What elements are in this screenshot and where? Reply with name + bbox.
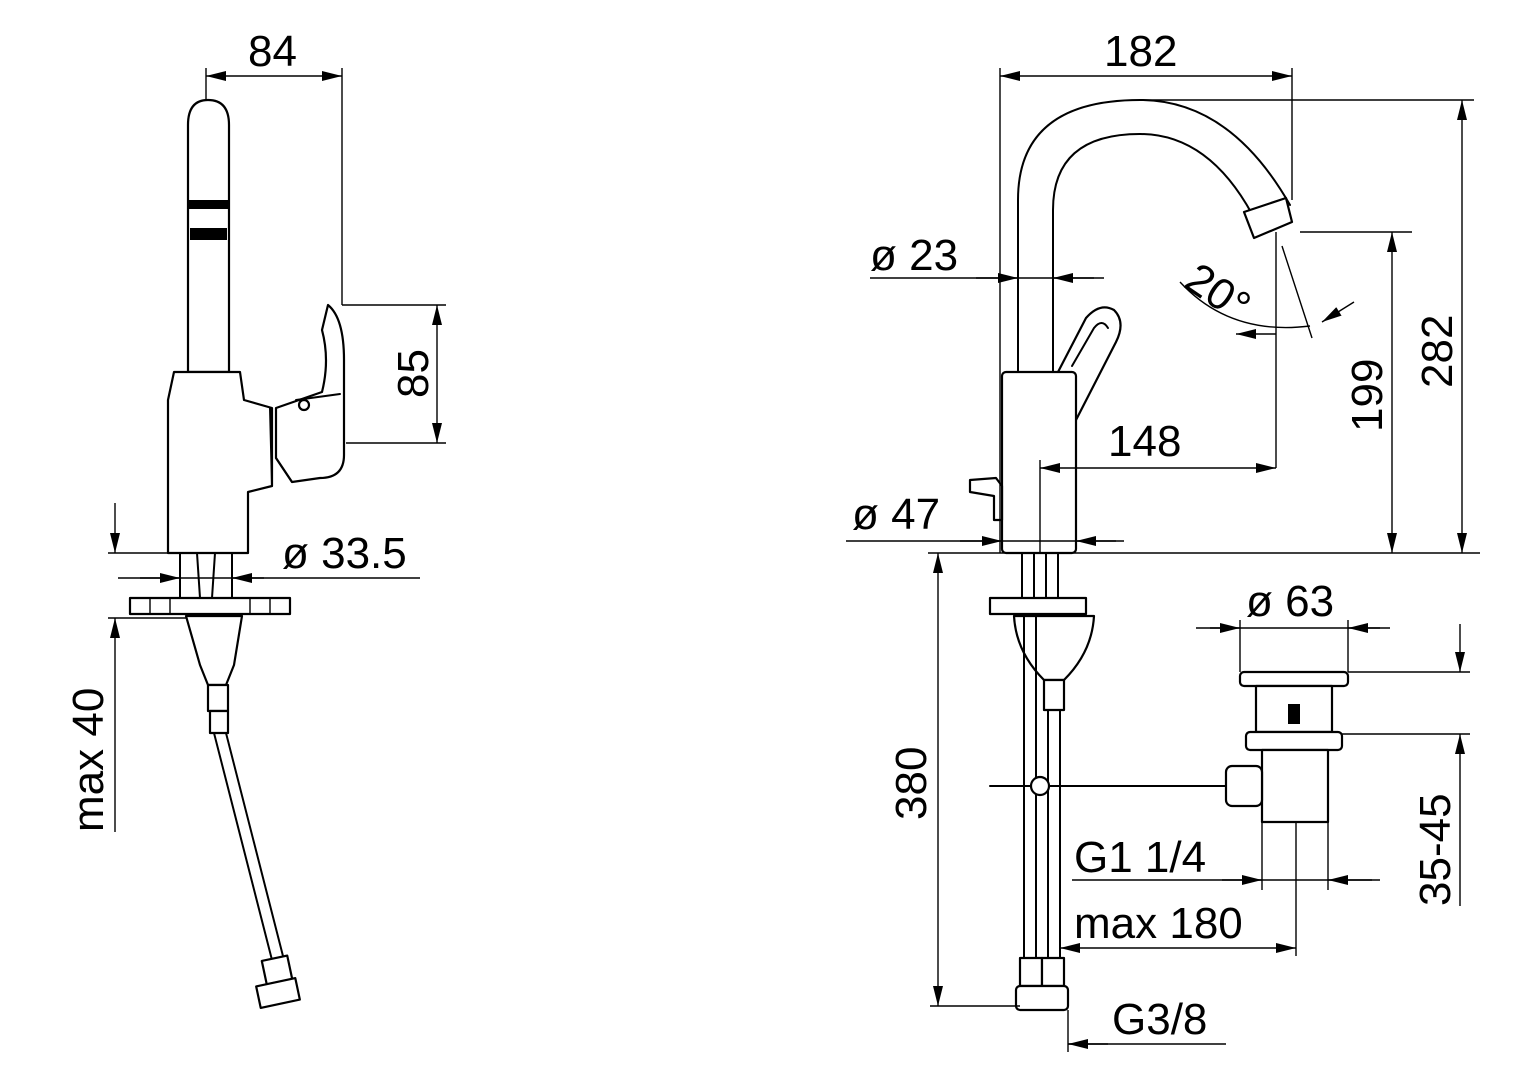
- side-lever-screw: [297, 398, 311, 412]
- waste-cap: [1238, 670, 1350, 688]
- front-hose-right: [1047, 709, 1061, 961]
- side-fixing-nut: [184, 614, 244, 687]
- waste-slot: [1288, 704, 1300, 724]
- side-lever: [274, 303, 346, 484]
- front-faucet-body: [1000, 370, 1078, 555]
- waste-rod-housing: [1224, 764, 1264, 808]
- dim-84-label: 84: [248, 27, 297, 76]
- dim-23-label: ø 23: [870, 231, 958, 280]
- side-hose-connector: [255, 976, 301, 1010]
- side-aerator-band-lower: [190, 228, 227, 240]
- dim-63-label: ø 63: [1246, 577, 1334, 626]
- dim-47-label: ø 47: [852, 490, 940, 539]
- waste-body: [1244, 730, 1344, 752]
- dim-20-label: 20°: [1176, 254, 1259, 332]
- side-aerator-band: [188, 200, 229, 209]
- front-lever-slot: [1071, 322, 1109, 367]
- dim-20-arc: [1179, 281, 1311, 329]
- waste-tail: [1260, 748, 1330, 824]
- dim-380-label: 380: [887, 747, 936, 820]
- dim-282-label: 282: [1413, 315, 1462, 388]
- front-fixing-nut: [1012, 614, 1096, 682]
- dim-148-label: 148: [1108, 417, 1181, 466]
- dim-g38-label: G3/8: [1112, 995, 1207, 1044]
- front-hose-nut-right: [1040, 956, 1066, 988]
- side-plate-hatch: [149, 598, 271, 614]
- front-shank: [1021, 552, 1059, 599]
- front-mounting-plate: [988, 596, 1088, 616]
- front-hose-nut-left: [1018, 956, 1044, 988]
- front-hose-fitting: [1042, 678, 1066, 712]
- side-shank: [179, 552, 233, 599]
- dim-199-label: 199: [1343, 359, 1392, 432]
- front-view: 182 ø 23 20° 148 ø 47 199 282: [846, 27, 1480, 1052]
- side-hose-nut: [208, 709, 230, 735]
- front-aerator: [1242, 196, 1294, 240]
- side-hose-fitting: [206, 683, 230, 713]
- front-drain-rod-knob: [968, 476, 1004, 522]
- dim-33-5-label: ø 33.5: [282, 529, 407, 578]
- front-spout-outer: [1017, 99, 1291, 373]
- dim-85-label: 85: [389, 349, 438, 398]
- front-rod-clamp: [1029, 775, 1051, 797]
- side-mounting-plate: [128, 596, 292, 616]
- front-spout-inner: [1052, 133, 1253, 373]
- dim-182-label: 182: [1104, 27, 1177, 76]
- dim-max180-label: max 180: [1074, 899, 1243, 948]
- dim-35-45-label: 35-45: [1411, 793, 1460, 906]
- dim-20-tilt-line: [1281, 245, 1313, 339]
- side-faucet-body: [166, 370, 274, 555]
- dim-max40-label: max 40: [64, 688, 113, 832]
- dim-20-arrow-right: [1321, 301, 1355, 323]
- dim-g114-label: G1 1/4: [1074, 833, 1206, 882]
- side-hose: [213, 732, 285, 961]
- front-connector: [1014, 984, 1070, 1012]
- side-view: 84 85 ø 33.5 max 40: [64, 27, 446, 1010]
